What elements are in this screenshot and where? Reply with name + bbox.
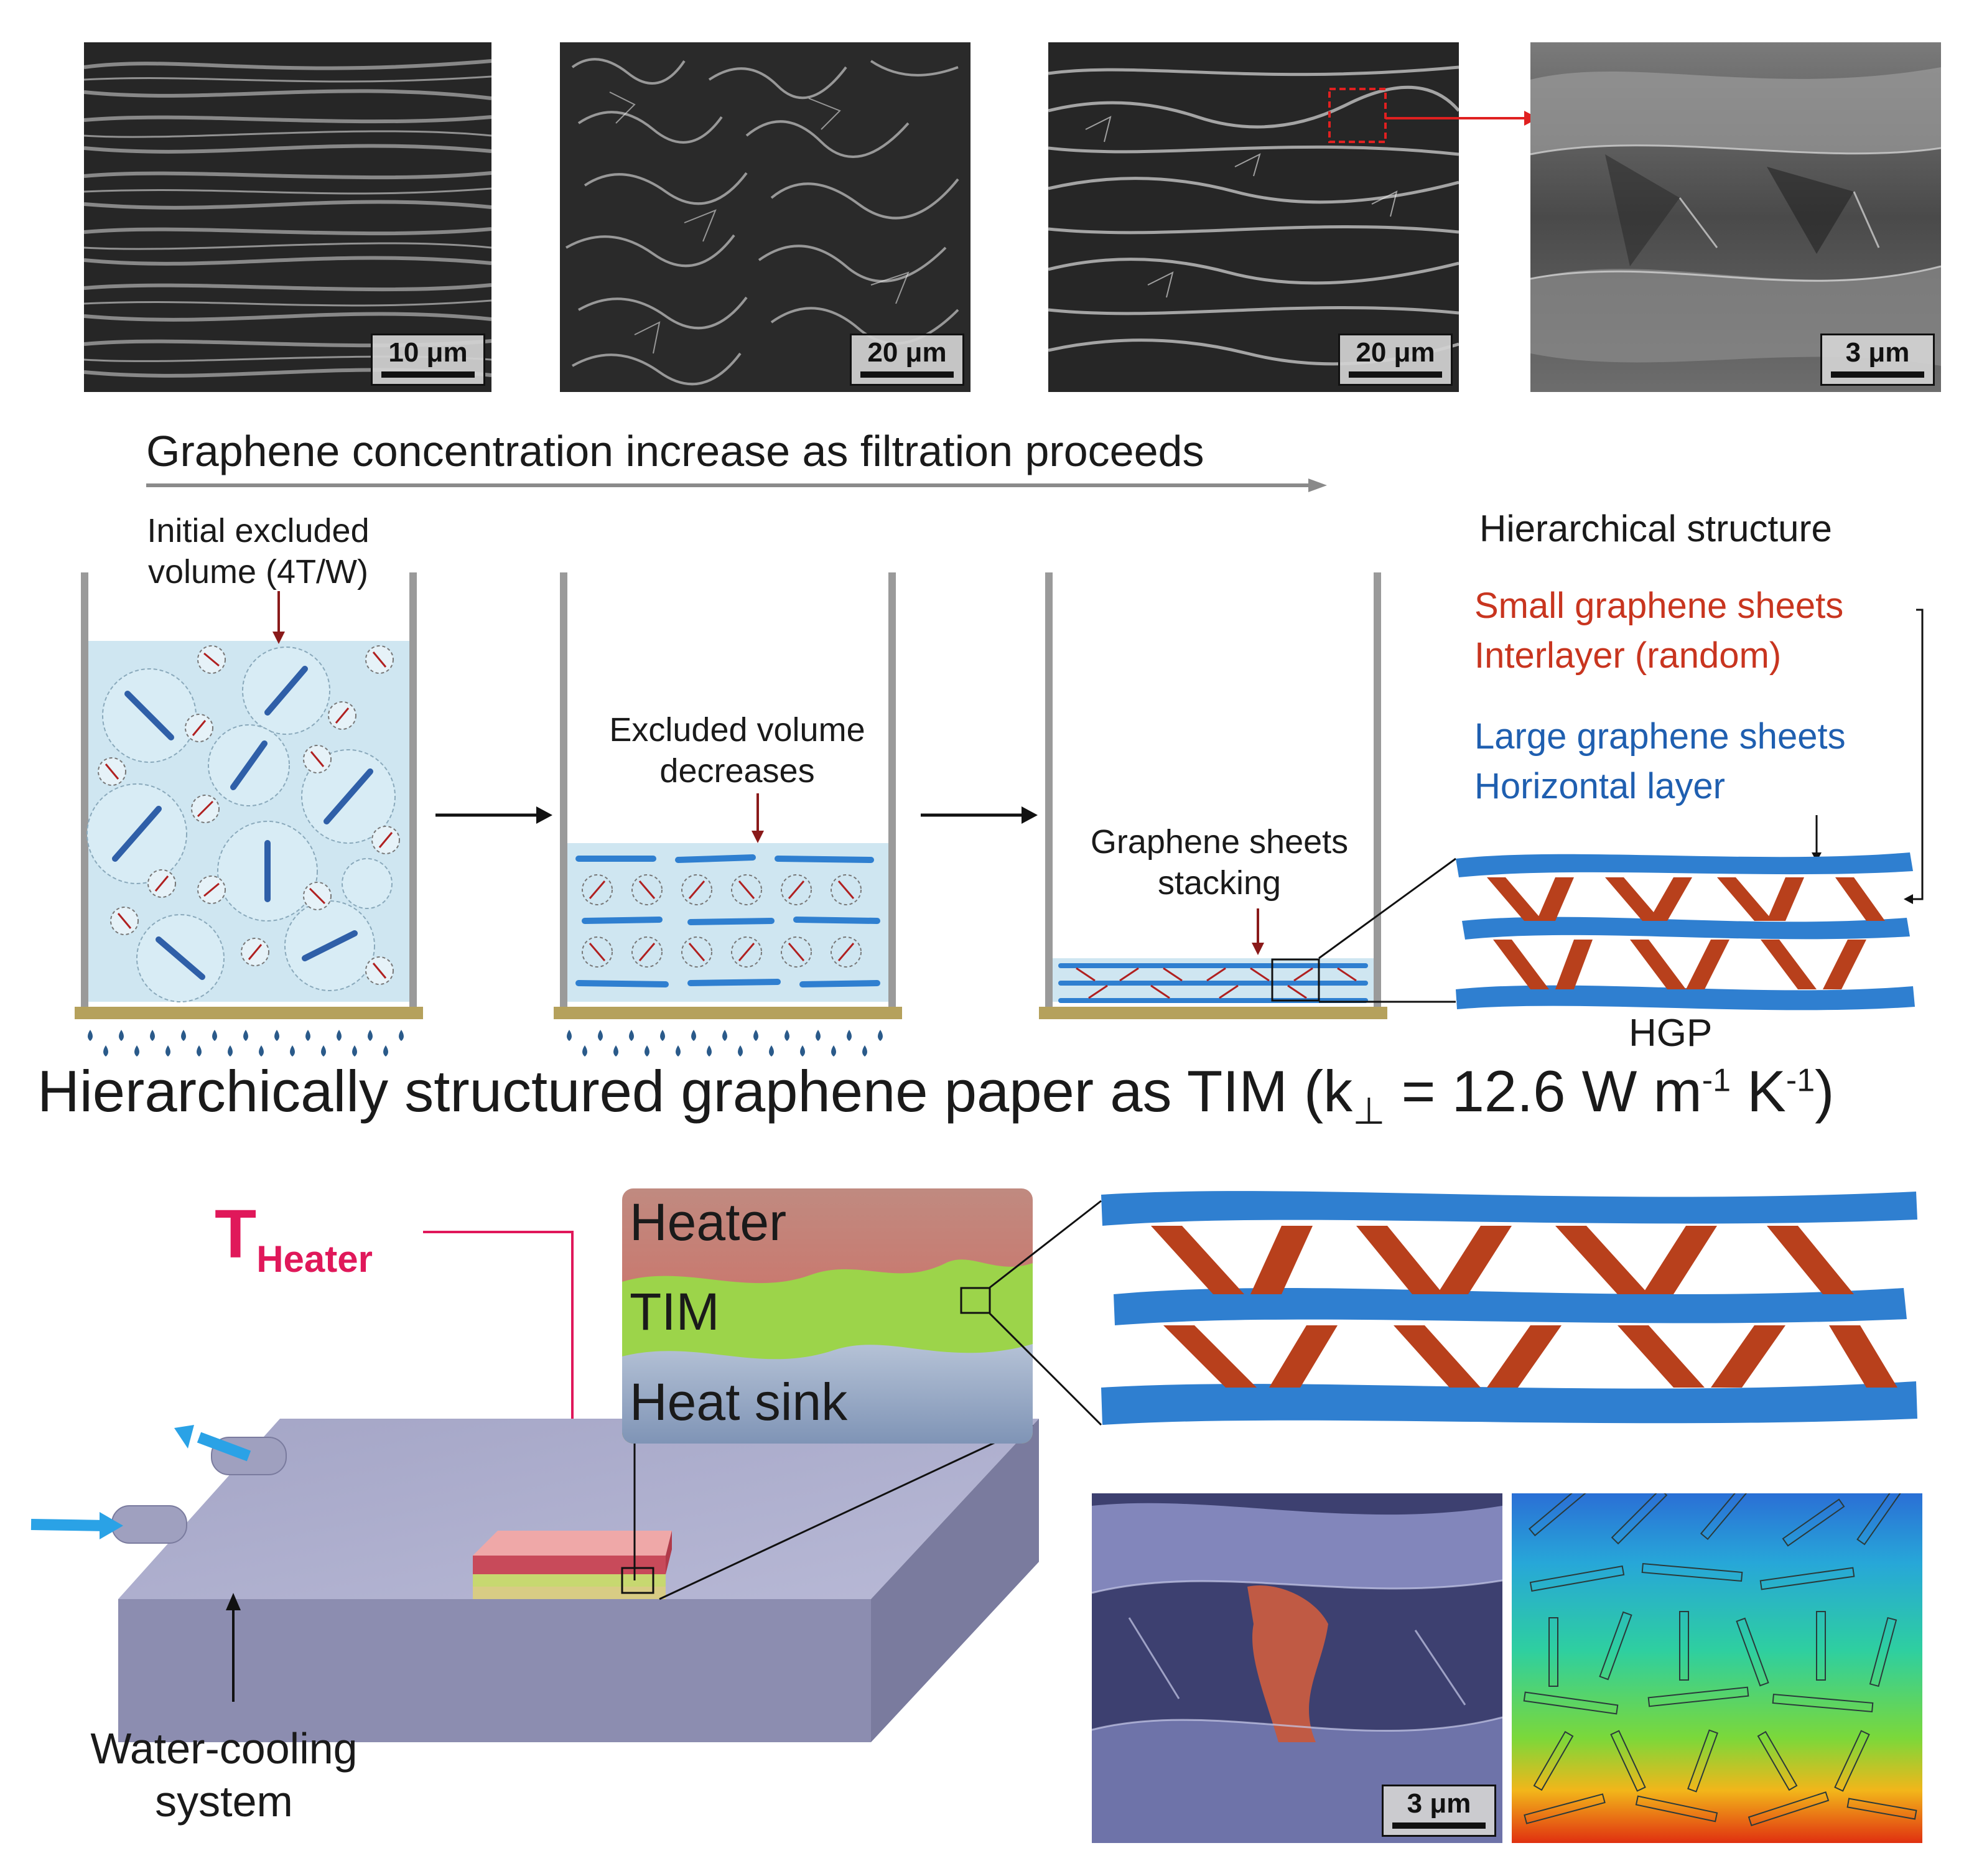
headline: Hierarchically structured graphene paper… — [37, 1058, 1834, 1133]
headline-perp-symbol: ⊥ — [1352, 1090, 1385, 1132]
scale-bar: 3 μm — [1820, 334, 1935, 386]
large-sheets-line2: Horizontal layer — [1474, 765, 1725, 807]
filtration-arrow-label: Graphene concentration increase as filtr… — [146, 426, 1204, 476]
stage-arrow-1 — [435, 803, 554, 828]
cooling-label-line1: Water-cooling — [87, 1724, 361, 1773]
zoom-lines-hgp — [1306, 852, 1462, 1008]
scale-bar: 10 μm — [371, 334, 485, 386]
sem-image-3: 20 μm — [1048, 42, 1459, 392]
zoom-arrow — [1384, 106, 1540, 131]
scale-bar: 20 μm — [1338, 334, 1453, 386]
t-heater-label: THeater — [215, 1195, 373, 1281]
headline-unit2: K — [1731, 1058, 1786, 1124]
hgp-structure-large — [1095, 1182, 1922, 1444]
thermal-simulation-map — [1512, 1493, 1922, 1843]
inset-tim-label: TIM — [630, 1282, 720, 1342]
scale-bar-label: 10 μm — [381, 338, 475, 368]
zoom-lines-inset — [622, 1419, 1058, 1605]
small-sheets-line1: Small graphene sheets — [1474, 585, 1843, 627]
filtration-arrow — [146, 476, 1328, 495]
layer-inset: Heater TIM Heat sink — [622, 1188, 1033, 1444]
inset-heater-label: Heater — [630, 1192, 786, 1253]
headline-exp1: -1 — [1702, 1063, 1731, 1099]
scale-bar-label: 20 μm — [860, 338, 954, 368]
hgp-structure-small — [1450, 846, 1922, 1020]
t-subscript: Heater — [256, 1238, 373, 1280]
large-sheets-line1: Large graphene sheets — [1474, 716, 1846, 757]
headline-main: Hierarchically structured graphene paper… — [37, 1058, 1352, 1124]
scale-bar-label: 3 μm — [1392, 1789, 1486, 1819]
scale-bar: 20 μm — [850, 334, 964, 386]
headline-value: = 12.6 W m — [1385, 1058, 1701, 1124]
cooling-label-line2: system — [87, 1776, 361, 1826]
headline-close: ) — [1815, 1058, 1834, 1124]
sem-image-1: 10 μm — [84, 42, 491, 392]
inset-heat-sink-label: Heat sink — [630, 1372, 847, 1432]
drops-2 — [563, 1027, 899, 1061]
drops-1 — [84, 1027, 420, 1061]
headline-exp2: -1 — [1786, 1063, 1815, 1099]
sem-image-4: 3 μm — [1530, 42, 1941, 392]
t-symbol: T — [215, 1196, 256, 1272]
sem-image-2: 20 μm — [560, 42, 971, 392]
sem-colored-image: 3 μm — [1092, 1493, 1502, 1843]
scale-bar: 3 μm — [1382, 1785, 1496, 1837]
hierarchy-title: Hierarchical structure — [1479, 507, 1832, 550]
filtration-beaker-1 — [68, 572, 429, 1058]
small-sheets-line2: Interlayer (random) — [1474, 635, 1781, 676]
cooling-pointer — [221, 1593, 246, 1705]
stage-arrow-2 — [921, 803, 1039, 828]
scale-bar-label: 3 μm — [1831, 338, 1924, 368]
filtration-beaker-2 — [547, 572, 908, 1058]
scale-bar-label: 20 μm — [1349, 338, 1442, 368]
hgp-label: HGP — [1629, 1011, 1712, 1055]
